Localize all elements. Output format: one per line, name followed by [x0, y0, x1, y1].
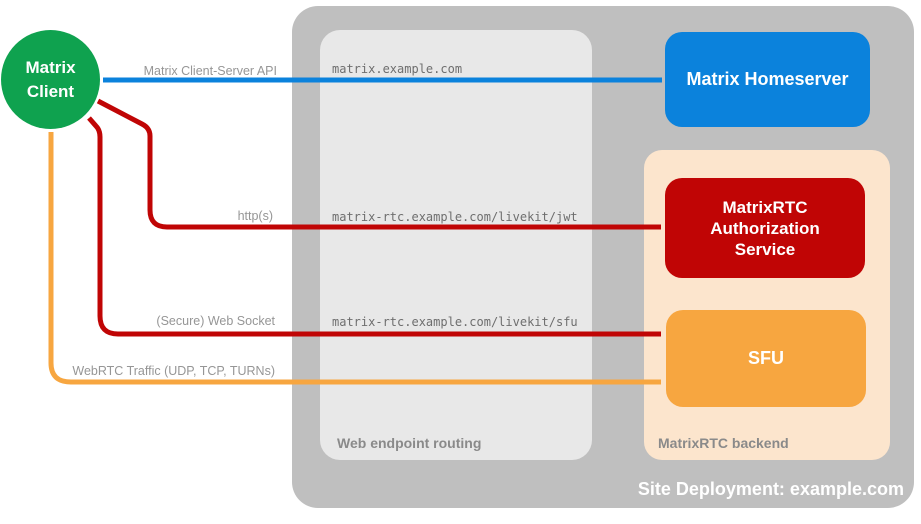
client-server-api-arrow-label: Matrix Client-Server API — [143, 64, 277, 78]
matrix-homeserver-label: Matrix Homeserver — [686, 69, 849, 89]
endpoint-livekit-sfu: matrix-rtc.example.com/livekit/sfu — [332, 315, 578, 329]
sfu-label: SFU — [748, 348, 784, 368]
endpoint-matrix-domain: matrix.example.com — [332, 62, 463, 76]
endpoint-livekit-jwt: matrix-rtc.example.com/livekit/jwt — [332, 210, 578, 224]
matrixrtc-auth-service-node: MatrixRTC Authorization Service — [665, 178, 865, 278]
matrix-client-label-line1: Matrix — [25, 57, 76, 77]
webrtc-traffic-arrow-label: WebRTC Traffic (UDP, TCP, TURNs) — [72, 364, 275, 378]
matrixrtc-backend-caption: MatrixRTC backend — [658, 435, 789, 451]
site-deployment-caption: Site Deployment: example.com — [637, 479, 904, 499]
matrix-client-node: Matrix Client — [1, 30, 100, 129]
websocket-arrow-label: (Secure) Web Socket — [156, 314, 275, 328]
matrixrtc-auth-service-label: MatrixRTC Authorization Service — [710, 197, 820, 259]
matrix-client-label-line2: Client — [26, 81, 75, 101]
web-endpoint-routing-container: Web endpoint routing — [320, 30, 592, 460]
web-endpoint-routing-caption: Web endpoint routing — [337, 435, 482, 451]
https-arrow-label: http(s) — [237, 209, 273, 223]
matrix-homeserver-node: Matrix Homeserver — [665, 32, 870, 127]
sfu-node: SFU — [666, 310, 866, 407]
